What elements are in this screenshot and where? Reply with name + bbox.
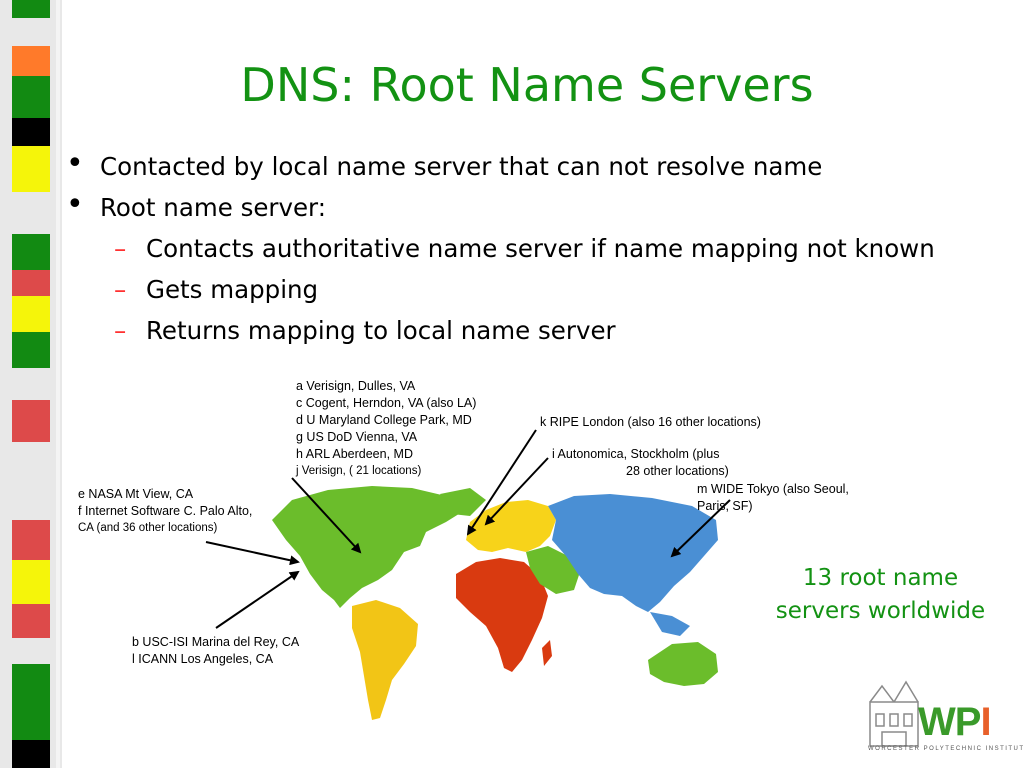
slide-title: DNS: Root Name Servers — [240, 58, 814, 112]
subbullet-text: Gets mapping — [146, 275, 319, 304]
bullet-marker: • — [66, 146, 84, 181]
madagascar-shape — [542, 640, 552, 666]
europe-shape — [466, 500, 556, 552]
arrow-west-us-1 — [205, 541, 300, 566]
asia-shape — [548, 494, 718, 612]
australia-shape — [648, 642, 718, 686]
label-west-us: e NASA Mt View, CA f Internet Software C… — [78, 486, 252, 537]
wpi-building-icon — [869, 680, 919, 747]
server-label: a Verisign, Dulles, VA — [296, 379, 416, 393]
server-label: 28 other locations) — [626, 464, 729, 478]
callout-line: servers worldwide — [775, 598, 986, 624]
logo-letter: I — [980, 700, 991, 744]
server-label: b USC-ISI Marina del Rey, CA — [132, 635, 300, 649]
arrow-tokyo — [670, 499, 731, 558]
server-label: l ICANN Los Angeles, CA — [132, 652, 274, 666]
callout-line: 13 root name — [802, 565, 959, 591]
africa-shape — [456, 558, 548, 672]
greenland-shape — [440, 488, 486, 516]
server-label: Paris, SF) — [697, 499, 753, 513]
bullet-text: Contacted by local name server that can … — [100, 152, 823, 181]
wpi-logo-text: WPI — [918, 700, 992, 744]
server-label: i Autonomica, Stockholm (plus — [552, 447, 720, 461]
server-label: c Cogent, Herndon, VA (also LA) — [296, 396, 477, 410]
server-label: h ARL Aberdeen, MD — [296, 447, 413, 461]
arrow-stockholm — [484, 457, 549, 526]
logo-letter: P — [954, 700, 982, 744]
southeast-asia-shape — [650, 612, 690, 636]
label-stockholm: i Autonomica, Stockholm (plus 28 other l… — [552, 446, 729, 480]
label-london: k RIPE London (also 16 other locations) — [540, 414, 761, 431]
server-label: d U Maryland College Park, MD — [296, 413, 472, 427]
subbullet-text: Contacts authoritative name server if na… — [146, 234, 935, 263]
middle-east-shape — [526, 546, 580, 594]
arrow-east-us — [291, 477, 362, 554]
server-label: m WIDE Tokyo (also Seoul, — [697, 482, 849, 496]
decorative-sidebar — [0, 0, 62, 768]
subbullet-marker: – — [114, 234, 127, 263]
logo-letter: W — [918, 700, 956, 744]
label-tokyo: m WIDE Tokyo (also Seoul, Paris, SF) — [697, 481, 849, 515]
wpi-logo-subtitle: WORCESTER POLYTECHNIC INSTITUTE — [868, 746, 1024, 752]
sidebar-pattern — [12, 0, 50, 768]
label-east-us: a Verisign, Dulles, VA c Cogent, Herndon… — [296, 378, 476, 480]
subbullet-marker: – — [114, 316, 127, 345]
label-los-angeles: b USC-ISI Marina del Rey, CA l ICANN Los… — [132, 634, 299, 668]
server-label: f Internet Software C. Palo Alto, — [78, 504, 253, 518]
south-america-shape — [352, 600, 418, 720]
server-label: CA (and 36 other locations) — [78, 522, 218, 534]
subbullet-marker: – — [114, 275, 127, 304]
subbullet-text: Returns mapping to local name server — [146, 316, 616, 345]
server-label: e NASA Mt View, CA — [78, 487, 194, 501]
bullet-marker: • — [66, 187, 84, 222]
north-america-shape — [272, 486, 462, 608]
server-label: k RIPE London (also 16 other locations) — [540, 415, 761, 429]
bullet-text: Root name server: — [100, 193, 326, 222]
arrow-west-us-2 — [215, 570, 300, 629]
root-server-count-callout: 13 root name servers worldwide — [758, 562, 1003, 628]
server-label: j Verisign, ( 21 locations) — [296, 465, 422, 477]
server-label: g US DoD Vienna, VA — [296, 430, 418, 444]
arrow-london — [466, 429, 537, 536]
